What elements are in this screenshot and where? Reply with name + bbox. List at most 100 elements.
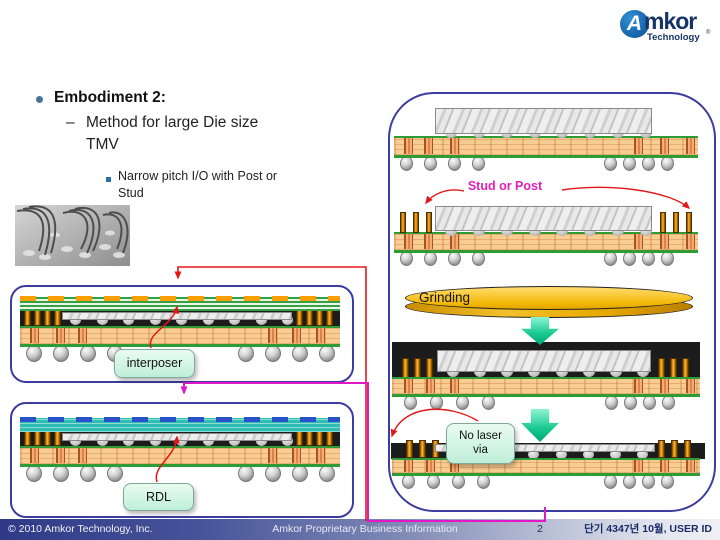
solder-ball [448, 156, 461, 171]
copper-via [686, 379, 695, 393]
copper-via [426, 460, 435, 472]
copper-via [450, 138, 459, 154]
no-laser-via-label: No laser via [446, 423, 515, 464]
solder-ball [292, 345, 308, 362]
copper-via [634, 379, 643, 393]
rdl-label-text: RDL [145, 489, 171, 504]
substrate [394, 232, 698, 253]
footer-page-number: 2 [537, 523, 543, 535]
pad-row [20, 296, 340, 301]
copper-via [634, 460, 643, 472]
copper-stud [306, 310, 313, 326]
copper-stud [44, 310, 51, 326]
solder-ball [427, 474, 440, 489]
copper-via [686, 138, 695, 154]
copper-via [78, 448, 87, 463]
solder-ball [107, 465, 123, 482]
interposer-label-text: interposer [126, 356, 183, 371]
copper-via [404, 460, 413, 472]
bullet1-title: Embodiment 2: [54, 89, 166, 106]
die [435, 108, 652, 134]
copper-stud [660, 212, 666, 233]
copper-via [686, 234, 695, 249]
copper-stud [413, 212, 419, 233]
substrate [394, 136, 698, 158]
footer-date-user: 단기 4347년 10월, USER ID [584, 523, 712, 535]
copper-stud [24, 310, 31, 326]
solder-ball [238, 345, 254, 362]
solder-ball [623, 474, 636, 489]
logo-wordmark: mkor [644, 8, 697, 34]
copper-stud [686, 212, 692, 233]
solder-ball [80, 345, 96, 362]
bullet3-square [106, 177, 111, 182]
solder-bump [70, 315, 81, 325]
copper-stud [34, 310, 41, 326]
grinding-wheel-top [405, 286, 693, 310]
solder-ball [26, 345, 42, 362]
grinding-wheel: Grinding [405, 286, 693, 318]
solder-ball [400, 156, 413, 171]
amkor-logo-icon: A [620, 10, 649, 38]
bullet2-line1: Method for large Die size [86, 114, 259, 131]
die [435, 206, 652, 231]
footer-copyright: © 2010 Amkor Technology, Inc. [8, 523, 153, 535]
solder-bump [149, 436, 161, 446]
amkor-logo: A mkor Technology ® [618, 6, 718, 46]
solder-ball [53, 345, 69, 362]
stud-or-post-label: Stud or Post [467, 179, 543, 193]
copper-via [450, 379, 459, 393]
copper-via [660, 460, 669, 472]
copper-stud [682, 358, 689, 378]
copper-via [660, 379, 669, 393]
solder-ball [604, 156, 617, 171]
solder-bump [70, 436, 81, 446]
grinding-label: Grinding [419, 290, 471, 305]
solder-ball [400, 251, 413, 266]
copper-stud [426, 358, 433, 378]
copper-via [292, 448, 301, 463]
copper-via [268, 328, 277, 343]
copper-via [78, 328, 87, 343]
copper-via [686, 460, 695, 472]
copper-stud [326, 431, 333, 446]
wirebond-photo [15, 205, 130, 266]
solder-ball [661, 251, 674, 266]
solder-ball [642, 156, 655, 171]
copper-stud [326, 310, 333, 326]
solder-ball [319, 345, 335, 362]
solder-ball [319, 465, 335, 482]
copper-stud [673, 212, 679, 233]
copper-via [30, 448, 39, 463]
process-flow-panel [388, 92, 716, 512]
solder-bump [123, 436, 134, 446]
die [437, 350, 651, 372]
copper-via [634, 138, 643, 154]
copper-stud [54, 431, 61, 446]
copper-stud [414, 358, 421, 378]
rdl-pad-row [20, 417, 340, 422]
copper-via [404, 234, 413, 249]
copper-via [424, 234, 433, 249]
copper-via [424, 138, 433, 154]
copper-via [56, 448, 65, 463]
solder-ball [623, 251, 636, 266]
copper-stud [24, 431, 31, 446]
bullet-dot [36, 96, 43, 103]
solder-ball [472, 251, 485, 266]
solder-bump [582, 450, 594, 459]
solder-ball [604, 474, 617, 489]
copper-via [268, 448, 277, 463]
copper-stud [400, 212, 406, 233]
copper-via [404, 379, 413, 393]
copper-stud [671, 440, 678, 458]
solder-bump [609, 450, 621, 459]
solder-bump [96, 315, 108, 325]
copper-stud [426, 212, 432, 233]
solder-bump [637, 450, 648, 459]
copper-stud [306, 431, 313, 446]
solder-ball [472, 156, 485, 171]
bullet3-line2: Stud [118, 186, 144, 200]
solder-ball [292, 465, 308, 482]
no-laser-line1: No laser [459, 430, 502, 443]
